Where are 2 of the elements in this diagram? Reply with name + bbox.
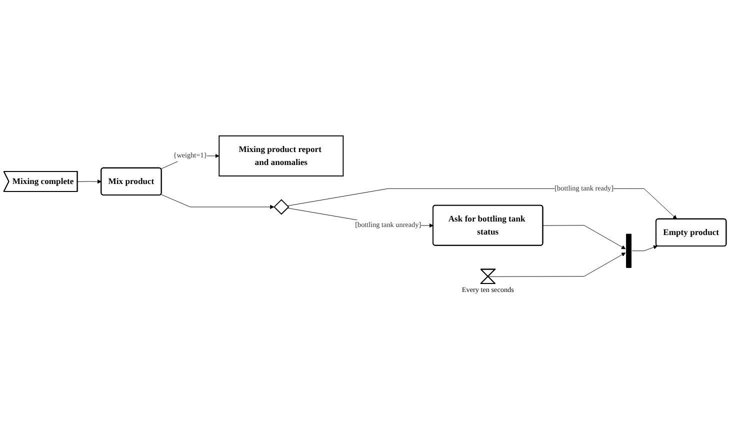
node-diamond [274,198,290,214]
node-box: Mixing product report and anomalies [218,134,344,176]
